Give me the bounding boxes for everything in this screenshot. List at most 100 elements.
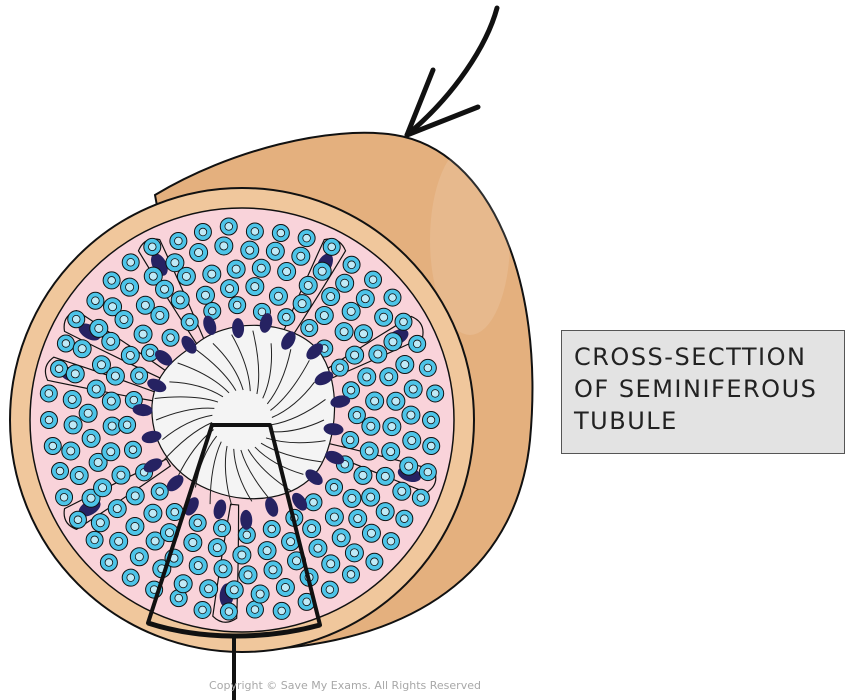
germ-cell [376, 467, 394, 485]
germ-cell [214, 520, 231, 537]
germ-cell [342, 431, 359, 448]
germ-cell [190, 244, 208, 262]
germ-cell [315, 307, 333, 325]
germ-cell [102, 443, 120, 461]
germ-cell [343, 256, 360, 273]
germ-cell [126, 487, 144, 505]
germ-cell [276, 578, 294, 596]
germ-cell [346, 346, 364, 364]
germ-cell [365, 271, 382, 288]
germ-cell [252, 259, 270, 277]
germ-cell [246, 278, 264, 296]
germ-cell [220, 218, 237, 235]
germ-cell [269, 287, 287, 305]
germ-cell [134, 325, 152, 343]
germ-cell [382, 443, 400, 461]
germ-cell [266, 242, 284, 260]
germ-cell [278, 309, 295, 326]
germ-cell [323, 238, 340, 255]
germ-cell [215, 237, 233, 255]
germ-cell [102, 392, 120, 410]
germ-cell [194, 224, 211, 241]
germ-cell [292, 247, 310, 265]
germ-cell [126, 517, 144, 535]
germ-cell [313, 262, 331, 280]
germ-cell [102, 332, 120, 350]
germ-cell [335, 323, 353, 341]
germ-cell [121, 278, 139, 296]
germ-cell [427, 385, 444, 402]
germ-cell [91, 514, 109, 532]
germ-cell [331, 359, 348, 376]
germ-cell [189, 514, 206, 531]
germ-cell [63, 390, 81, 408]
germ-cell [278, 263, 296, 281]
germ-cell [103, 272, 120, 289]
germ-cell [115, 311, 133, 329]
germ-cell [82, 429, 100, 447]
germ-cell [52, 462, 69, 479]
germ-cell [293, 295, 311, 313]
cross-section-label-box: CROSS-SECTTION OF SEMINIFEROUS TUBULE [561, 330, 845, 454]
germ-cell [130, 548, 148, 566]
germ-cell [349, 510, 367, 528]
germ-cell [423, 438, 440, 455]
germ-cell [122, 569, 139, 586]
germ-cell [375, 308, 393, 326]
germ-cell [301, 319, 318, 336]
germ-cell [214, 560, 232, 578]
germ-cell [264, 561, 282, 579]
germ-cell [62, 442, 80, 460]
germ-cell [68, 311, 85, 328]
germ-cell [376, 503, 394, 521]
germ-cell [298, 230, 315, 247]
germ-cell [343, 489, 361, 507]
germ-cell [144, 238, 161, 255]
germ-cell [119, 416, 136, 433]
germ-cell [358, 368, 376, 386]
germ-cell [108, 500, 126, 518]
germ-cell [396, 510, 413, 527]
germ-cell [309, 539, 327, 557]
germ-cell [336, 274, 354, 292]
germ-cell [100, 554, 117, 571]
germ-cell [121, 346, 139, 364]
germ-cell [342, 566, 359, 583]
germ-cell [393, 482, 411, 500]
germ-cell [258, 542, 276, 560]
germ-cell [384, 289, 401, 306]
germ-cell [419, 464, 436, 481]
germ-cell [251, 585, 269, 603]
label-line-2: OF SEMINIFEROUS [574, 373, 844, 405]
germ-cell [369, 345, 387, 363]
germ-cell [220, 603, 237, 620]
germ-cell [321, 581, 338, 598]
germ-cell [41, 412, 58, 429]
germ-cell [396, 356, 414, 374]
germ-cell [189, 557, 207, 575]
germ-cell [40, 385, 57, 402]
copyright-notice: Copyright © Save My Exams. All Rights Re… [0, 679, 690, 692]
germ-cell [402, 406, 420, 424]
germ-cell [110, 532, 128, 550]
germ-cell [423, 412, 440, 429]
germ-cell [382, 533, 399, 550]
germ-cell [246, 223, 263, 240]
germ-cell [299, 276, 317, 294]
germ-cell [151, 306, 169, 324]
germ-cell [380, 368, 398, 386]
germ-cell [112, 466, 130, 484]
germ-cell [86, 531, 103, 548]
germ-cell [362, 488, 380, 506]
germ-cell [171, 291, 189, 309]
germ-cell [360, 442, 378, 460]
germ-cell [404, 380, 422, 398]
germ-cell [403, 432, 421, 450]
germ-cell [362, 524, 380, 542]
germ-cell [305, 494, 322, 511]
germ-cell [184, 534, 202, 552]
germ-cell [51, 360, 68, 377]
germ-cell [87, 380, 105, 398]
germ-cell [221, 280, 239, 298]
germ-cell [170, 232, 187, 249]
